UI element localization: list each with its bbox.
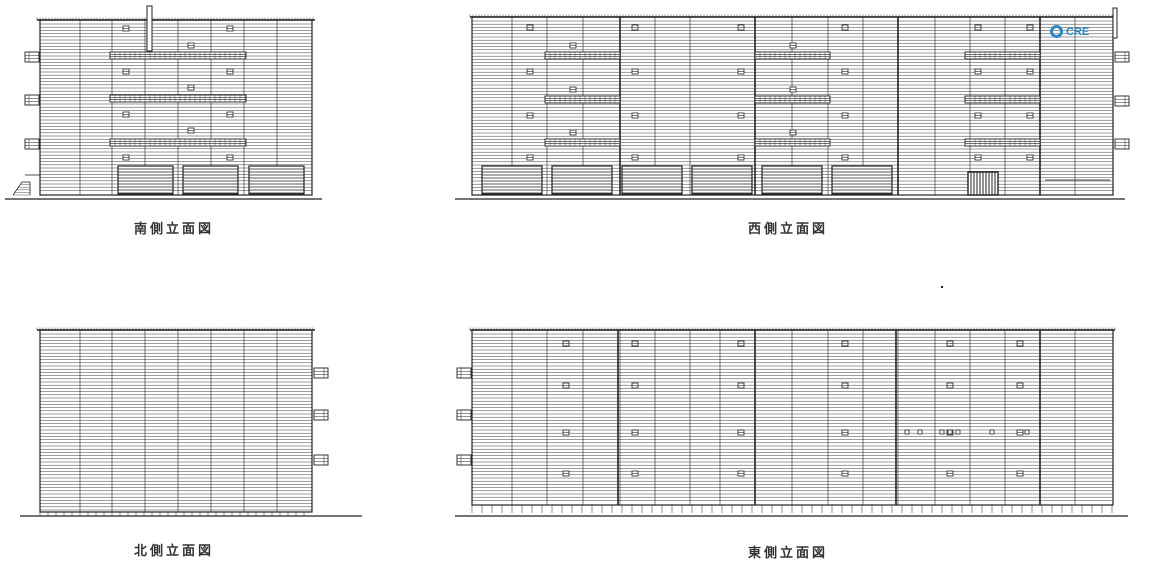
balcony-railing [964, 51, 1041, 60]
balcony-railing [964, 95, 1041, 104]
side-equipment [313, 409, 329, 421]
balcony-railing [964, 138, 1041, 147]
entrance-door [967, 171, 999, 196]
caption-south: 南側立面図 [134, 222, 215, 237]
south-elevation [5, 5, 322, 200]
balcony-railing [109, 138, 247, 147]
small-vent [989, 429, 995, 435]
small-vent [955, 429, 961, 435]
east-elevation [455, 327, 1128, 517]
loading-dock-shutter [117, 165, 174, 195]
caption-east: 東側立面図 [748, 546, 829, 561]
loading-dock-shutter [621, 165, 683, 195]
small-vent [947, 429, 953, 435]
loading-dock-shutter [481, 165, 543, 195]
side-equipment [456, 409, 472, 421]
side-equipment [313, 454, 329, 466]
balcony-railing [754, 51, 831, 60]
balcony-railing [109, 51, 247, 60]
north-elevation [20, 327, 362, 517]
balcony-railing [754, 95, 831, 104]
caption-west: 西側立面図 [748, 222, 829, 237]
roof-sign-post [1112, 7, 1118, 39]
side-equipment [1114, 95, 1130, 107]
side-equipment [1114, 138, 1130, 150]
north-facade-outline [39, 329, 313, 513]
loading-dock-shutter [761, 165, 823, 195]
caption-north: 北側立面図 [134, 544, 215, 559]
side-equipment [24, 94, 40, 106]
loading-dock-shutter [248, 165, 305, 195]
exterior-stair [12, 181, 31, 196]
east-facade-outline [471, 329, 1114, 506]
small-vent [904, 429, 910, 435]
side-equipment [313, 367, 329, 379]
side-equipment [456, 454, 472, 466]
cre-logo: CRE [1050, 25, 1089, 38]
logo-ring-icon [1050, 25, 1063, 38]
loading-dock-shutter [831, 165, 893, 195]
side-equipment [1114, 51, 1130, 63]
loading-dock-shutter [551, 165, 613, 195]
balcony-railing [544, 138, 621, 147]
west-elevation [455, 7, 1130, 200]
balcony-railing [109, 94, 247, 103]
loading-dock-shutter [182, 165, 239, 195]
small-vent [939, 429, 945, 435]
balcony-railing [544, 95, 621, 104]
loading-dock-shutter [691, 165, 753, 195]
survey-dot [941, 286, 943, 288]
small-vent [1024, 429, 1030, 435]
logo-text: CRE [1066, 25, 1090, 38]
side-equipment [24, 51, 40, 63]
side-equipment [456, 367, 472, 379]
balcony-railing [754, 138, 831, 147]
rooftop-stair-tower [146, 5, 153, 52]
small-vent [917, 429, 923, 435]
balcony-railing [544, 51, 621, 60]
side-equipment [24, 138, 40, 150]
